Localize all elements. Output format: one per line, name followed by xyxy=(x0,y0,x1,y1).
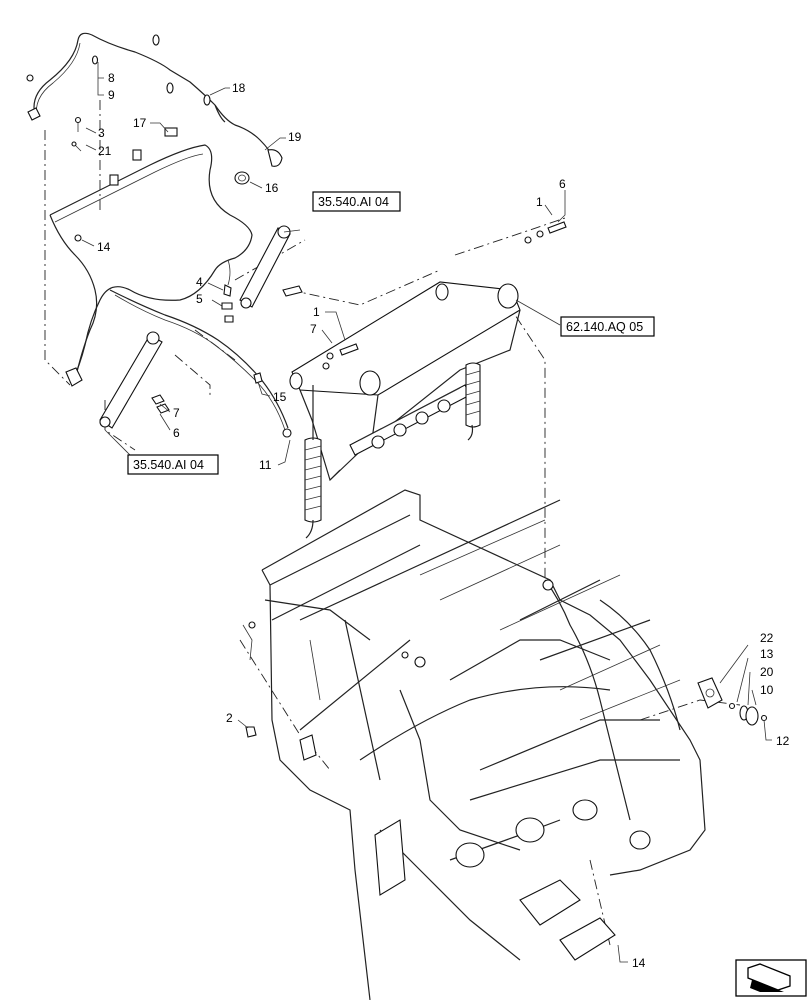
callout-7-low: 7 xyxy=(173,406,180,420)
callout-16: 16 xyxy=(265,181,279,195)
wiring-harness xyxy=(26,32,283,167)
callout-1-mid: 1 xyxy=(313,305,320,319)
leader-lines xyxy=(81,62,772,963)
callout-19: 19 xyxy=(288,130,302,144)
next-page-arrow-icon[interactable] xyxy=(735,959,807,997)
callout-4: 4 xyxy=(196,275,203,289)
pins xyxy=(322,221,567,370)
callout-7-mid: 7 xyxy=(310,322,317,336)
callout-5: 5 xyxy=(196,292,203,306)
callout-21: 21 xyxy=(98,144,112,158)
reference-label-right: 62.140.AQ 05 xyxy=(566,320,643,334)
callout-6-low: 6 xyxy=(173,426,180,440)
left-hardware xyxy=(71,116,263,414)
assembly-lines xyxy=(44,100,741,946)
reference-box-top[interactable]: 35.540.AI 04 xyxy=(312,191,401,212)
springs xyxy=(304,362,481,539)
callout-20: 20 xyxy=(760,665,774,679)
callout-14-top: 14 xyxy=(97,240,111,254)
callout-17: 17 xyxy=(133,116,147,130)
callout-11: 11 xyxy=(259,458,272,472)
callout-18: 18 xyxy=(232,81,246,95)
callout-15: 15 xyxy=(273,390,287,404)
callout-12: 12 xyxy=(776,734,790,748)
callout-22: 22 xyxy=(760,631,774,645)
roller-frame xyxy=(289,281,521,482)
reference-label-top: 35.540.AI 04 xyxy=(318,195,389,209)
left-cylinder xyxy=(99,331,163,429)
reference-label-bottom: 35.540.AI 04 xyxy=(133,458,204,472)
callout-labels: 8 9 18 3 17 21 19 16 6 1 14 4 5 1 7 15 7… xyxy=(97,71,790,970)
callout-13: 13 xyxy=(760,647,774,661)
callout-3: 3 xyxy=(98,126,105,140)
callout-8: 8 xyxy=(108,71,115,85)
callout-1-top: 1 xyxy=(536,195,543,209)
callout-10: 10 xyxy=(760,683,774,697)
callout-14-bottom: 14 xyxy=(632,956,646,970)
baler-chassis xyxy=(242,489,706,1000)
callout-6-top: 6 xyxy=(559,177,566,191)
callout-9: 9 xyxy=(108,88,115,102)
upper-cylinder xyxy=(227,225,303,309)
reference-box-right[interactable]: 62.140.AQ 05 xyxy=(560,316,655,337)
callout-2: 2 xyxy=(226,711,233,725)
hose-loop xyxy=(49,127,292,438)
right-hardware xyxy=(697,677,768,726)
reference-box-bottom[interactable]: 35.540.AI 04 xyxy=(127,454,219,475)
